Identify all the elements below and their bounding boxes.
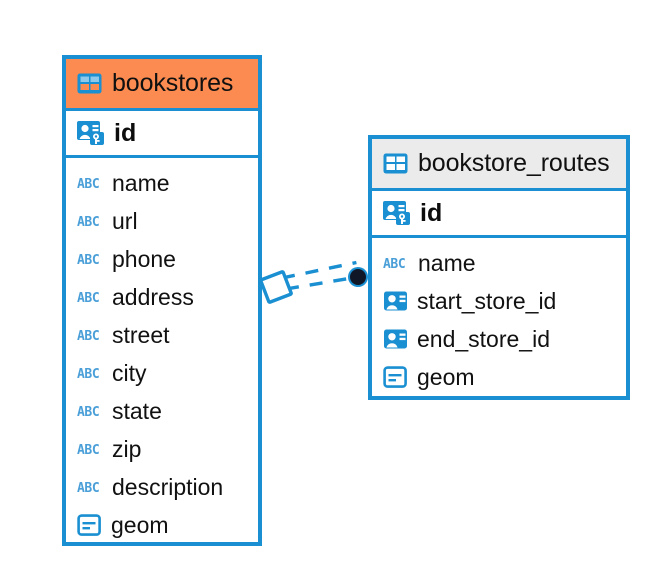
primary-key-row[interactable]: id	[372, 191, 626, 238]
field-row-description[interactable]: ABC description	[66, 468, 258, 506]
text-field-icon: ABC	[77, 176, 103, 192]
table-icon	[382, 152, 409, 175]
text-field-icon: ABC	[383, 256, 409, 272]
entity-header-bookstore-routes[interactable]: bookstore_routes	[372, 139, 626, 191]
primary-key-icon	[382, 199, 412, 227]
field-label: geom	[111, 511, 169, 538]
text-field-icon: ABC	[77, 252, 103, 268]
svg-text:ABC: ABC	[77, 405, 99, 418]
field-row-geom[interactable]: geom	[66, 506, 258, 544]
relationship-line-lower	[285, 275, 359, 291]
field-list: ABC name start_store_id	[372, 238, 626, 402]
text-field-icon: ABC	[77, 442, 103, 458]
field-label: state	[112, 397, 162, 424]
text-field-icon: ABC	[77, 404, 103, 420]
foreign-key-icon	[383, 328, 408, 350]
primary-key-label: id	[420, 198, 443, 227]
field-row-start-store-id[interactable]: start_store_id	[372, 282, 626, 320]
field-label: address	[112, 283, 194, 310]
field-row-zip[interactable]: ABC zip	[66, 430, 258, 468]
svg-text:ABC: ABC	[77, 253, 99, 266]
svg-text:ABC: ABC	[77, 215, 99, 228]
field-label: street	[112, 321, 170, 348]
field-label: zip	[112, 435, 142, 462]
primary-key-icon	[76, 119, 106, 147]
svg-text:ABC: ABC	[77, 291, 99, 304]
many-diamond-marker	[259, 270, 293, 304]
text-field-icon: ABC	[77, 214, 103, 230]
text-field-icon: ABC	[77, 480, 103, 496]
foreign-key-icon	[383, 290, 408, 312]
primary-key-label: id	[114, 118, 137, 147]
field-row-phone[interactable]: ABC phone	[66, 240, 258, 278]
field-row-city[interactable]: ABC city	[66, 354, 258, 392]
field-label: end_store_id	[417, 325, 550, 352]
entity-title: bookstores	[112, 69, 234, 97]
field-row-address[interactable]: ABC address	[66, 278, 258, 316]
one-marker-ring	[348, 267, 368, 287]
svg-text:ABC: ABC	[77, 329, 99, 342]
one-filled-circle-marker	[350, 269, 366, 285]
geometry-field-icon	[77, 513, 102, 537]
table-icon	[76, 72, 103, 95]
field-row-url[interactable]: ABC url	[66, 202, 258, 240]
field-label: start_store_id	[417, 287, 557, 314]
field-row-name[interactable]: ABC name	[66, 164, 258, 202]
field-label: name	[112, 169, 170, 196]
field-list: ABC name ABC url ABC p	[66, 158, 258, 550]
field-label: description	[112, 473, 224, 500]
svg-text:ABC: ABC	[383, 257, 405, 270]
text-field-icon: ABC	[77, 290, 103, 306]
field-label: name	[418, 249, 476, 276]
field-row-state[interactable]: ABC state	[66, 392, 258, 430]
entity-title: bookstore_routes	[418, 149, 610, 177]
text-field-icon: ABC	[77, 366, 103, 382]
text-field-icon: ABC	[77, 328, 103, 344]
entity-bookstores[interactable]: bookstores id	[62, 55, 262, 546]
entity-header-bookstores[interactable]: bookstores	[66, 59, 258, 111]
primary-key-row[interactable]: id	[66, 111, 258, 158]
field-label: phone	[112, 245, 176, 272]
field-row-name[interactable]: ABC name	[372, 244, 626, 282]
field-row-geom[interactable]: geom	[372, 358, 626, 396]
field-label: geom	[417, 363, 475, 390]
field-row-end-store-id[interactable]: end_store_id	[372, 320, 626, 358]
field-label: url	[112, 207, 138, 234]
svg-text:ABC: ABC	[77, 481, 99, 494]
svg-text:ABC: ABC	[77, 367, 99, 380]
svg-text:ABC: ABC	[77, 177, 99, 190]
field-row-street[interactable]: ABC street	[66, 316, 258, 354]
geometry-field-icon	[383, 365, 408, 389]
entity-bookstore-routes[interactable]: bookstore_routes id	[368, 135, 630, 400]
svg-text:ABC: ABC	[77, 443, 99, 456]
field-label: city	[112, 359, 147, 386]
relationship-line-upper	[281, 260, 357, 280]
